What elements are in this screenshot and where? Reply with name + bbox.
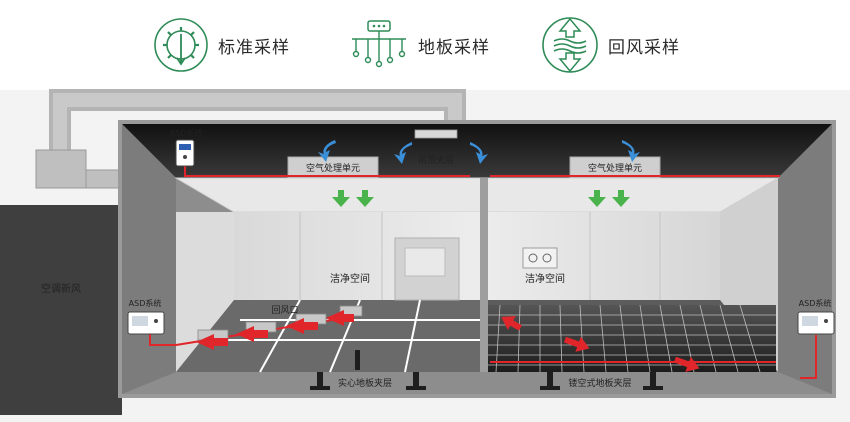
return-air-icon [542,17,598,73]
legend-floor-sampling-label: 地板采样 [418,37,490,58]
perforated-floor [488,305,776,372]
asd-detector-right [797,311,835,335]
ceiling-light [414,129,458,139]
sampling-legend: 标准采样 地板采样 回风采样 [0,0,850,90]
floor-grid-icon [352,20,406,68]
ceiling-plenum-label: 吊顶夹层 [418,154,454,166]
supply-airflow-arrows [318,140,640,164]
ahu-right-label: 空气处理单元 [588,162,642,174]
asd-left-label: ASD系统 [129,298,162,308]
legend-return-sampling-label: 回风采样 [608,37,680,58]
gear-sampling-icon [154,18,208,72]
legend-standard-sampling-label: 标准采样 [218,37,290,58]
asd-top-label: ASD系统 [170,128,203,138]
ceiling-plenum [122,124,832,178]
return-vent-label: 回风口 [271,305,298,316]
fresh-air-label: 空调新风 [41,282,81,295]
asd-detector-left [127,311,165,335]
perforated-floor-label: 镂空式地板夹层 [568,377,631,389]
asd-detector-top [175,139,195,167]
asd-right-label: ASD系统 [799,298,832,308]
legend-standard-sampling: 标准采样 [152,10,290,80]
legend-return-sampling: 回风采样 [540,10,680,80]
cleanroom-right-label: 洁净空间 [525,272,565,285]
downflow-arrows [332,190,630,207]
fresh-air-unit [0,205,122,415]
solid-floor-label: 实心地板夹层 [338,377,392,389]
legend-floor-sampling: 地板采样 [348,10,490,80]
return-airflow-arrows [196,310,700,372]
ahu-left-label: 空气处理单元 [306,162,360,174]
cleanroom-left-label: 洁净空间 [330,272,370,285]
solid-floor [210,299,480,373]
